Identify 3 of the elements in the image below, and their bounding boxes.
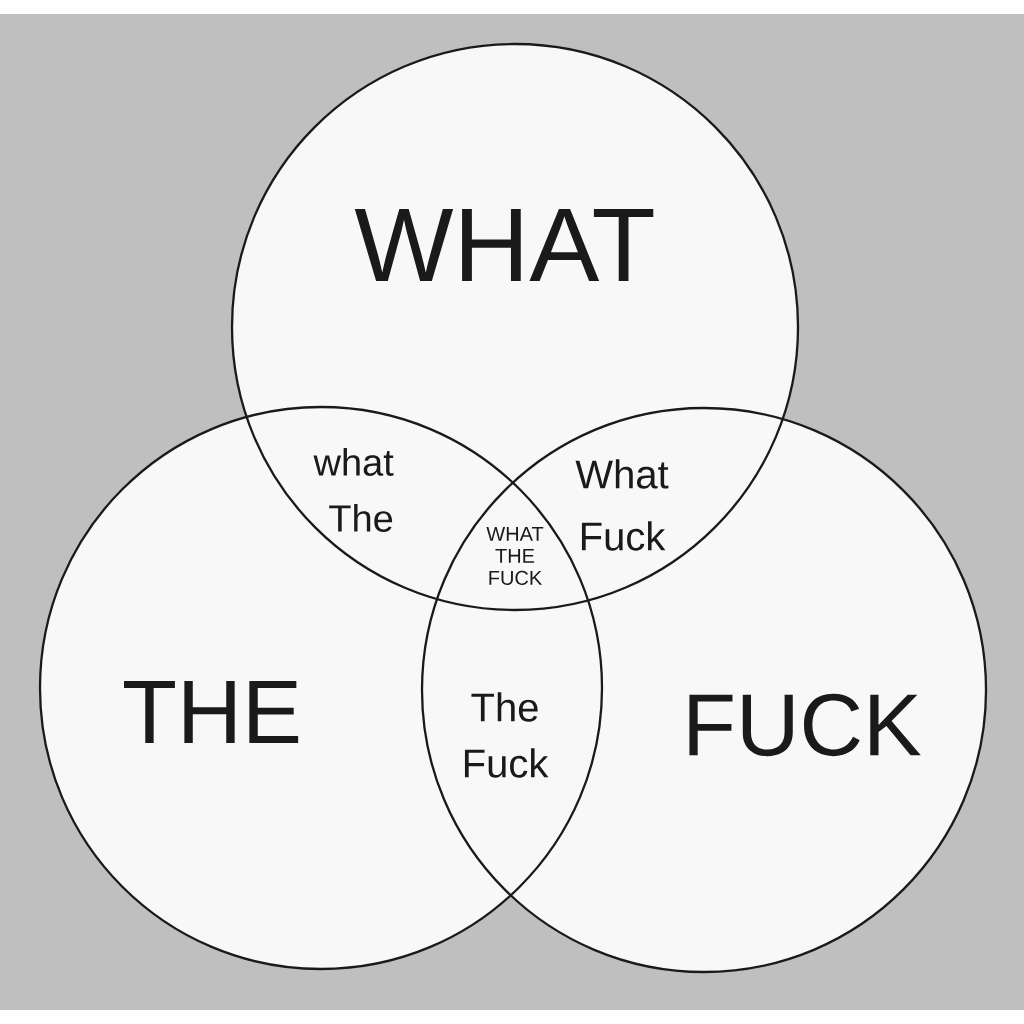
overlap-label: The Fuck [464,692,549,778]
overlap-label: WHAT THE FUCK [486,527,544,585]
overlap-label: what The [313,448,394,532]
